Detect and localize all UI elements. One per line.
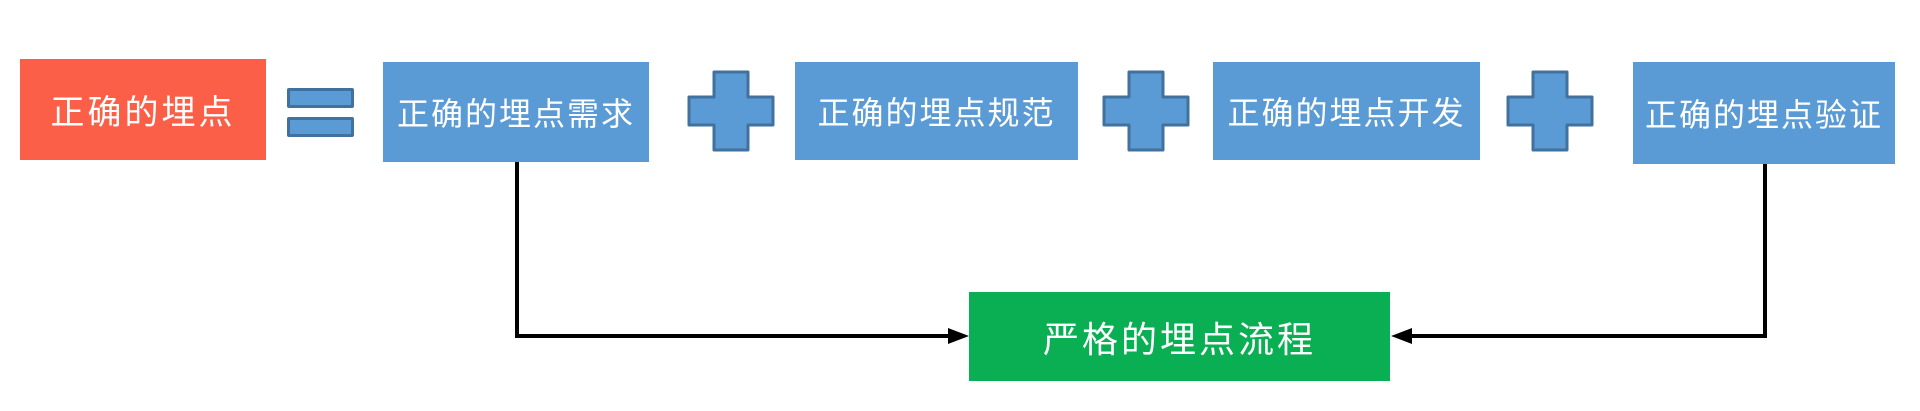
- term-box-requirement-label: 正确的埋点需求: [396, 96, 635, 132]
- outcome-box-label: 严格的埋点流程: [1042, 319, 1316, 360]
- term-box-specification-label: 正确的埋点规范: [817, 95, 1056, 131]
- term-box-verification-label: 正确的埋点验证: [1644, 97, 1883, 133]
- arrowhead-left-icon: [1391, 328, 1412, 344]
- arrowhead-right-icon: [948, 328, 969, 344]
- plus-icon: [1102, 70, 1190, 152]
- equals-icon: [287, 88, 354, 137]
- plus-icon: [1506, 70, 1594, 152]
- outcome-box: 严格的埋点流程: [969, 292, 1390, 381]
- connector-arrow-left: [515, 162, 969, 344]
- term-box-development-label: 正确的埋点开发: [1227, 95, 1466, 131]
- plus-icon: [687, 70, 775, 152]
- term-box-requirement: 正确的埋点需求: [383, 62, 649, 162]
- equals-bar-bottom: [287, 117, 354, 137]
- term-box-verification: 正确的埋点验证: [1633, 62, 1895, 164]
- result-box-label: 正确的埋点: [50, 95, 236, 132]
- term-box-development: 正确的埋点开发: [1213, 62, 1480, 160]
- equals-bar-top: [287, 88, 354, 108]
- connector-arrow-right: [1391, 164, 1767, 344]
- term-box-specification: 正确的埋点规范: [795, 62, 1078, 160]
- result-box: 正确的埋点: [20, 59, 266, 160]
